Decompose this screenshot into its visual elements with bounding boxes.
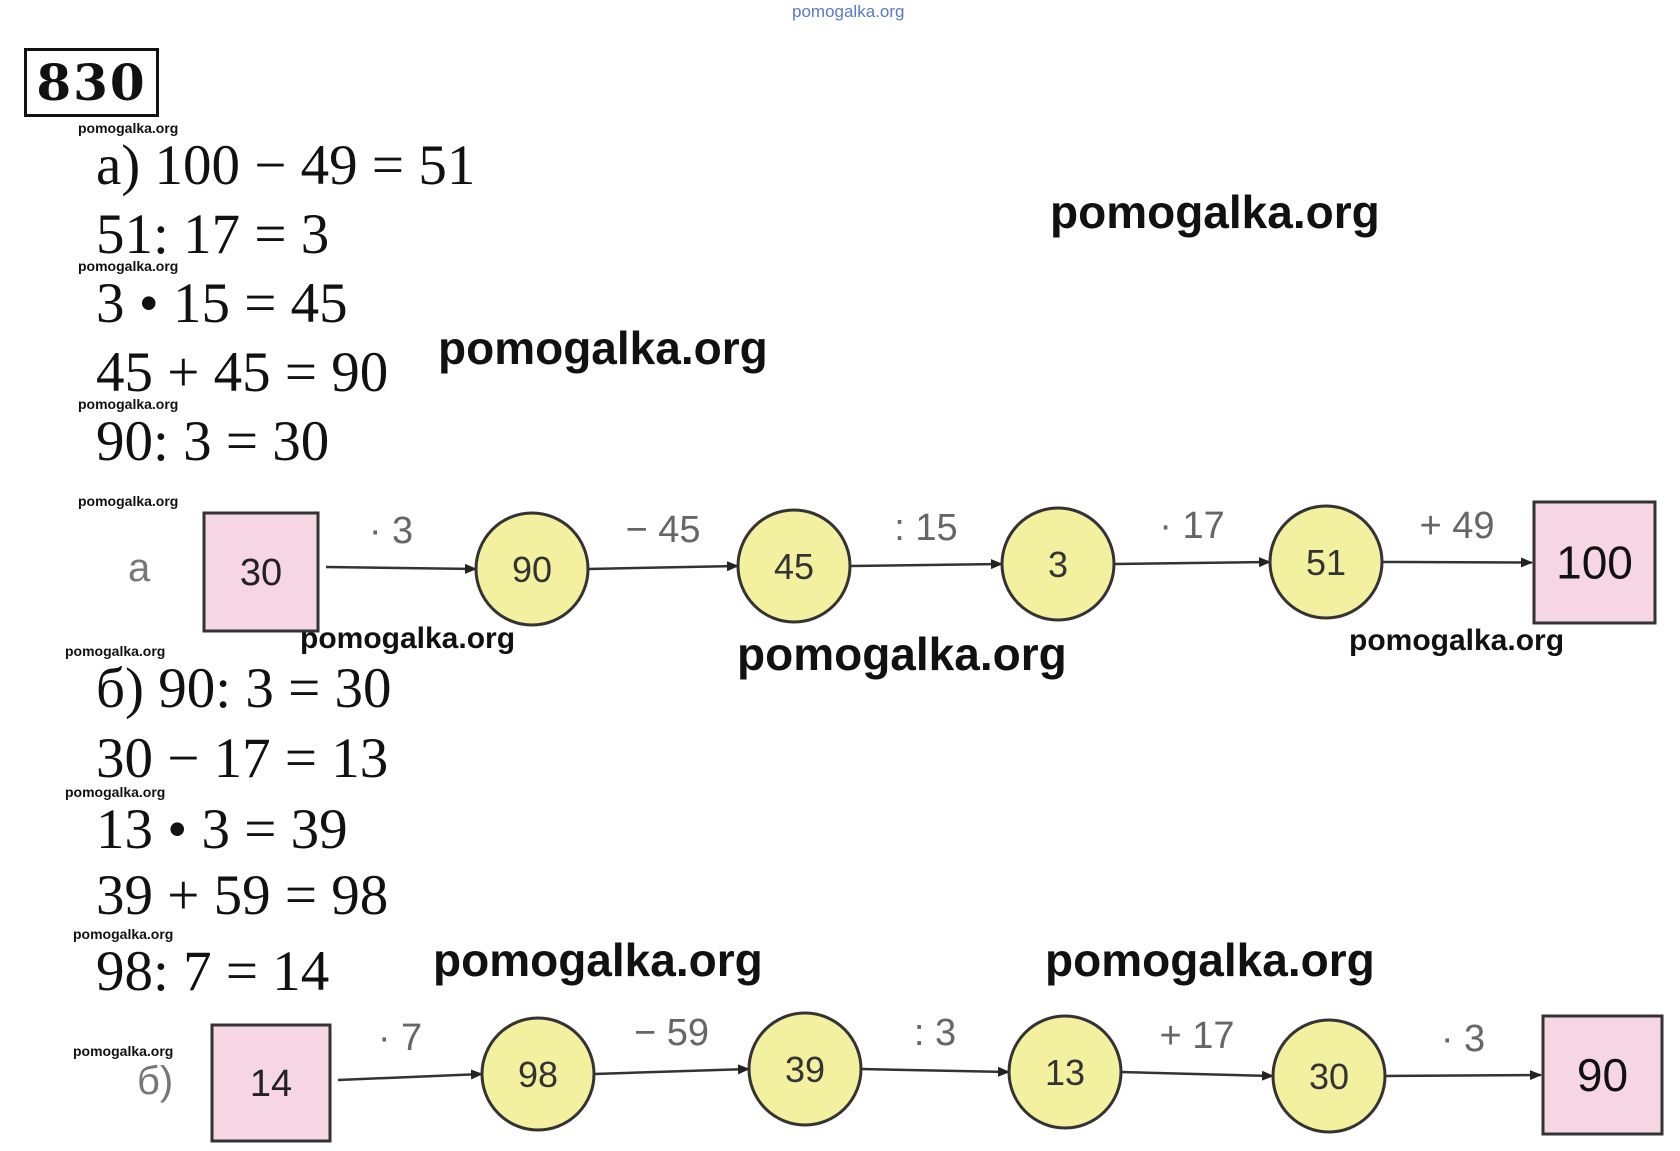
watermark: pomogalka.org	[433, 934, 763, 986]
node-circle	[1268, 504, 1384, 620]
operation-label: − 45	[625, 509, 700, 551]
arrow	[1120, 1070, 1274, 1081]
watermark: pomogalka.org	[78, 258, 179, 274]
watermark: pomogalka.org	[1349, 624, 1565, 657]
equation-b-1: б) 90: 3 = 30	[96, 657, 392, 720]
start-box	[210, 1023, 332, 1143]
node-circle	[480, 1016, 596, 1132]
operation-label: · 3	[1441, 1018, 1485, 1060]
arrow	[593, 1064, 750, 1076]
node-circle	[1007, 1014, 1123, 1130]
arrow	[1113, 557, 1271, 568]
node-circle	[736, 508, 852, 624]
watermark: pomogalka.org	[73, 1043, 174, 1059]
operation-label: − 59	[634, 1012, 709, 1054]
start-value: 30	[240, 552, 282, 594]
arrow	[1381, 557, 1533, 568]
arrow	[860, 1066, 1010, 1077]
node-circle	[474, 511, 590, 627]
diagram-b: б) 14 90 · 7 − 59 : 3 + 17 · 3 98 39 13 30	[137, 1011, 1664, 1143]
node-circle	[1271, 1018, 1387, 1134]
equation-b-4: 39 + 59 = 98	[96, 864, 389, 927]
watermark: pomogalka.org	[73, 926, 174, 942]
arrow	[325, 563, 477, 574]
arrow	[587, 561, 739, 572]
node-circle	[747, 1011, 863, 1127]
equation-b-2: 30 − 17 = 13	[96, 727, 389, 790]
node-circle	[1000, 506, 1116, 622]
diagram-label: б)	[137, 1059, 173, 1103]
arrow	[1384, 1070, 1542, 1081]
operation-label: · 7	[378, 1017, 422, 1059]
operation-label: + 17	[1159, 1015, 1234, 1057]
watermark: pomogalka.org	[1045, 934, 1375, 986]
node-value: 39	[785, 1049, 825, 1090]
node-value: 98	[518, 1054, 558, 1095]
arrow	[849, 559, 1003, 570]
start-box	[202, 511, 320, 633]
equation-a-5: 90: 3 = 30	[96, 410, 330, 473]
watermark: pomogalka.org	[78, 396, 179, 412]
node-value: 30	[1309, 1056, 1349, 1097]
node-value: 3	[1048, 544, 1068, 585]
watermark: pomogalka.org	[438, 322, 768, 374]
operation-label: · 17	[1159, 505, 1224, 547]
node-value: 51	[1306, 542, 1346, 583]
watermark: pomogalka.org	[65, 784, 166, 800]
equation-b-5: 98: 7 = 14	[96, 940, 330, 1003]
equation-a-1: а) 100 − 49 = 51	[96, 134, 476, 197]
watermark: pomogalka.org	[78, 493, 179, 509]
arrow	[337, 1069, 483, 1082]
start-value: 14	[250, 1063, 292, 1105]
equation-a-2: 51: 17 = 3	[96, 203, 330, 266]
operation-label: · 3	[369, 510, 413, 552]
node-value: 45	[774, 546, 814, 587]
operation-label: + 49	[1419, 505, 1494, 547]
diagram-label: а	[128, 546, 151, 590]
operation-label: : 3	[914, 1012, 956, 1054]
end-box	[1532, 500, 1657, 625]
node-value: 90	[512, 549, 552, 590]
node-value: 13	[1045, 1052, 1085, 1093]
end-value: 90	[1577, 1049, 1628, 1101]
watermark-top: pomogalka.org	[792, 2, 905, 21]
equation-b-3: 13 • 3 = 39	[96, 798, 348, 861]
equation-a-4: 45 + 45 = 90	[96, 341, 389, 404]
diagram-a: а 30 100 · 3 − 45 : 15 · 17 + 49 90 45 3 51	[128, 500, 1657, 633]
equation-a-3: 3 • 15 = 45	[96, 272, 348, 335]
task-number: 830	[24, 48, 159, 117]
watermark: pomogalka.org	[300, 622, 516, 655]
end-value: 100	[1556, 537, 1633, 589]
operation-label: : 15	[894, 507, 957, 549]
watermark: pomogalka.org	[1050, 186, 1380, 238]
watermark: pomogalka.org	[737, 628, 1067, 680]
watermark: pomogalka.org	[65, 643, 166, 659]
end-box	[1541, 1014, 1664, 1136]
watermark: pomogalka.org	[78, 120, 179, 136]
